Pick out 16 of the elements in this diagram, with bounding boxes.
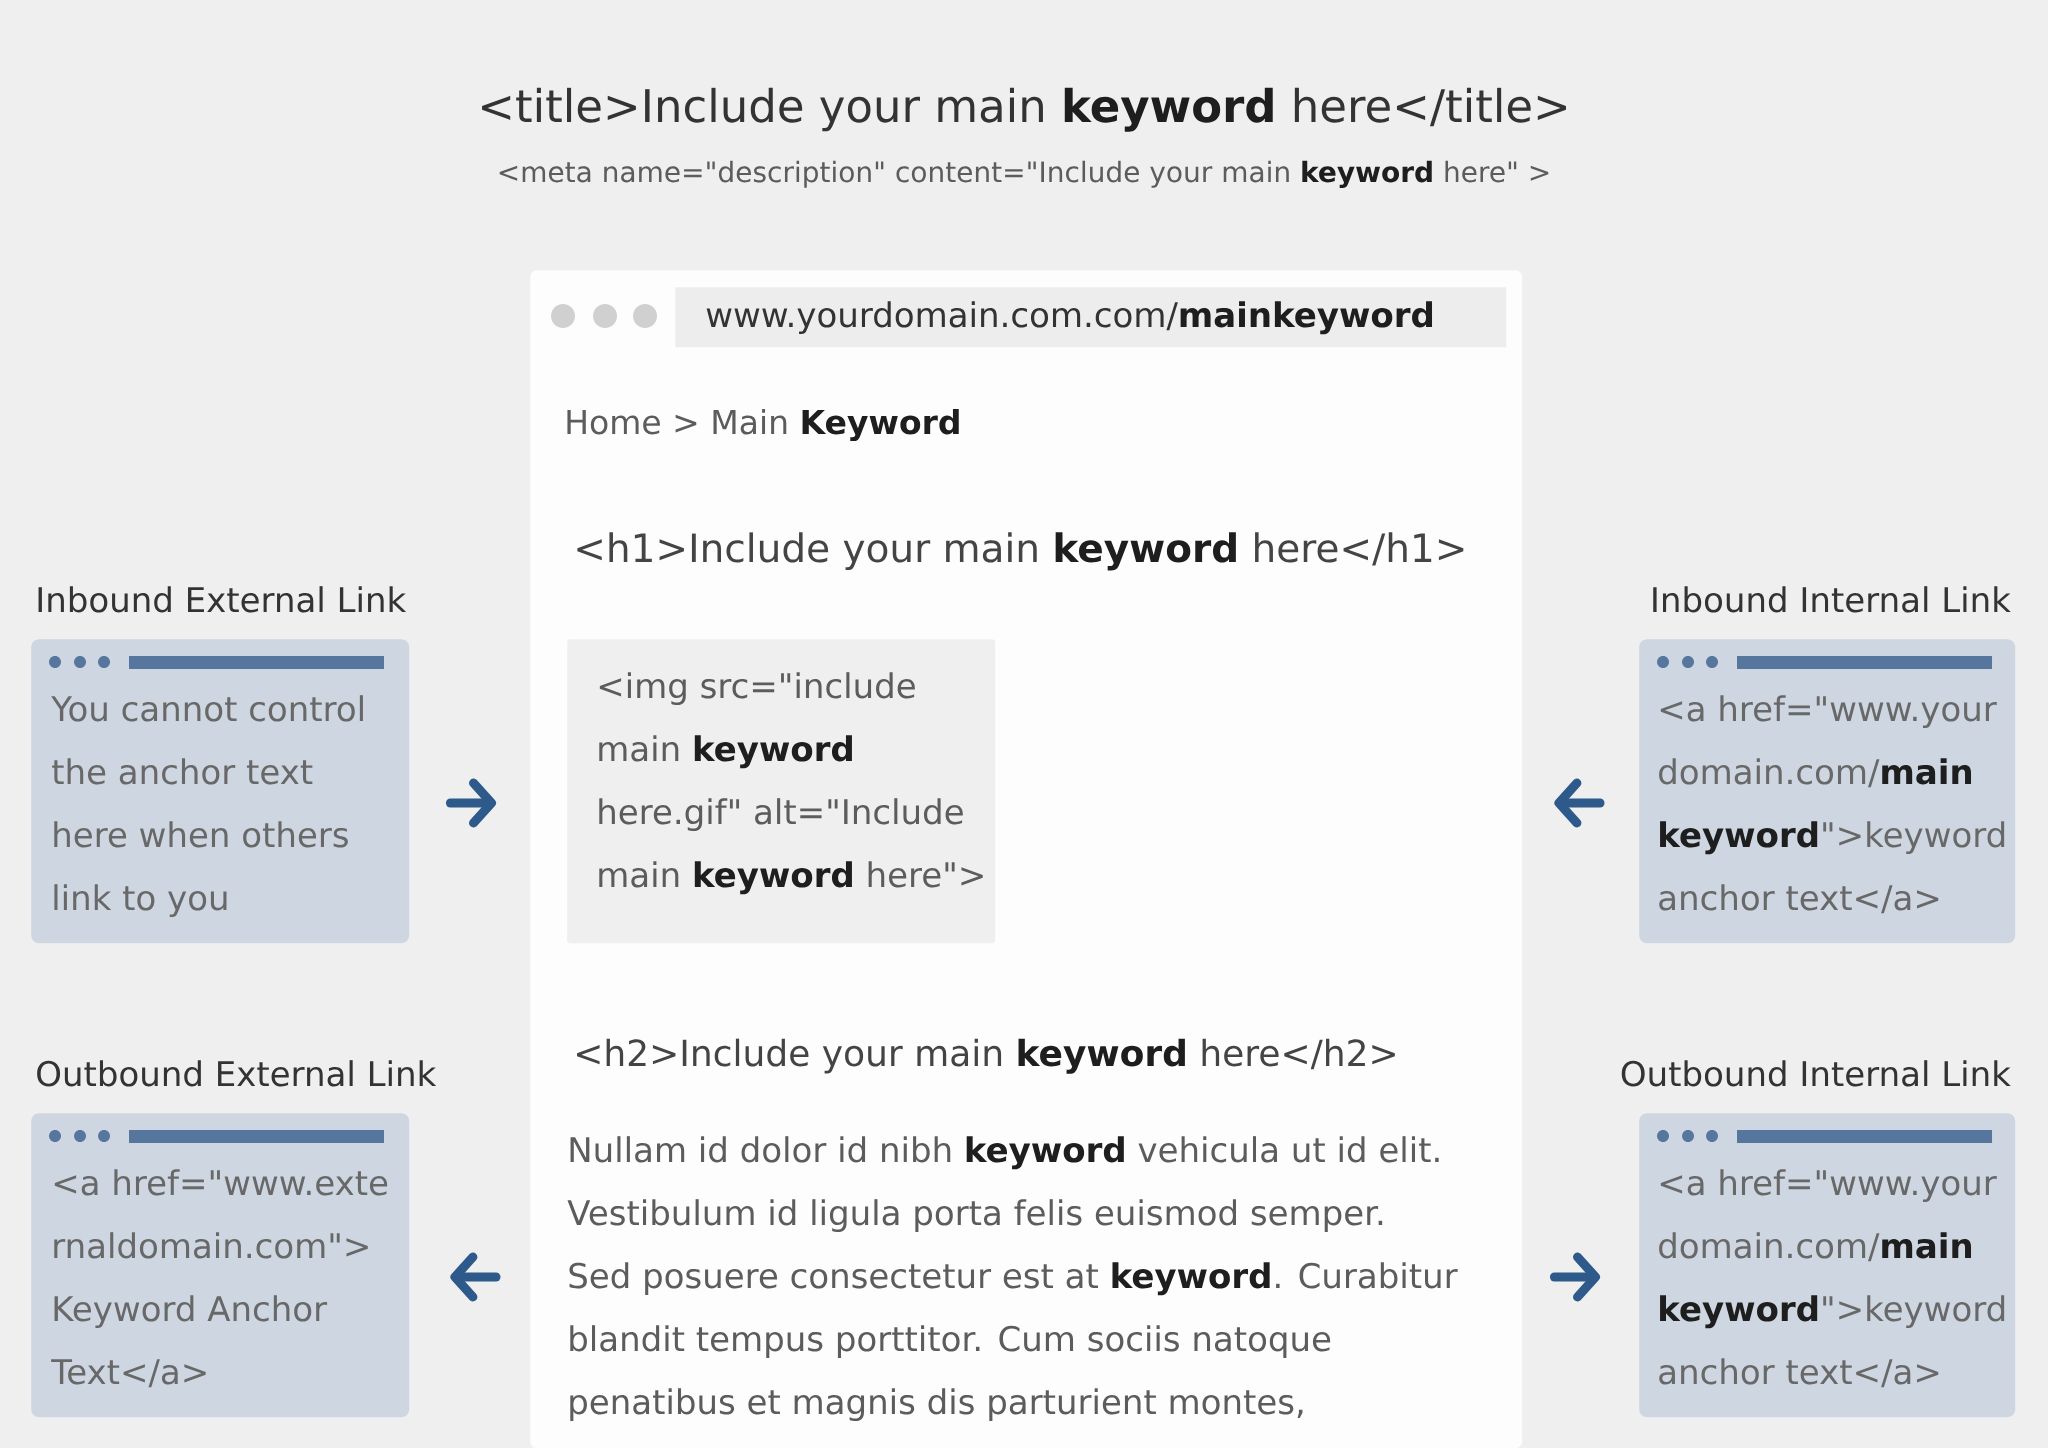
paragraph: Nullam id dolor id nibh keyword vehicula ut id elit. Vestibulum id ligula porta felis euismod semper. Sed posuere consectetur est at keyword. Curabitur blandit tempus porttitor. Cum sociis natoque penatibus et magnis dis parturient montes, <box>567 1136 1458 1422</box>
page-title: <title>Include your main keyword here</title> <box>482 87 1566 132</box>
link-card: <a href="www.exte rnaldomain.com"> Keyword Anchor Text</a> <box>31 1113 410 1418</box>
card-title: Outbound External Link <box>37 1060 437 1087</box>
heading-line: <h1>Include your main keyword here</h1> <box>577 532 1464 571</box>
card-title: Inbound External Link <box>38 586 407 613</box>
code-box: <img src="include main keyword here.gif" alt="Include main keyword here"> <box>567 639 996 944</box>
breadcrumb: Home > Main Keyword <box>567 408 959 442</box>
address-bar: www.yourdomain.com.com/mainkeyword <box>675 287 1507 348</box>
subheading-line: <h2>Include your main keyword here</h2> <box>577 1038 1395 1074</box>
card-title: Outbound Internal Link <box>1621 1060 2011 1087</box>
link-card: <a href="www.your domain.com/main keyword">keyword anchor text</a> <box>1639 639 2016 944</box>
link-card: <a href="www.your domain.com/main keyword">keyword anchor text</a> <box>1639 1113 2016 1418</box>
meta-tag-line: <meta name="description" content="Include your main keyword here" > <box>499 160 1549 189</box>
link-card: You cannot control the anchor text here when others link to you <box>31 639 410 944</box>
card-title: Inbound Internal Link <box>1653 586 2011 613</box>
